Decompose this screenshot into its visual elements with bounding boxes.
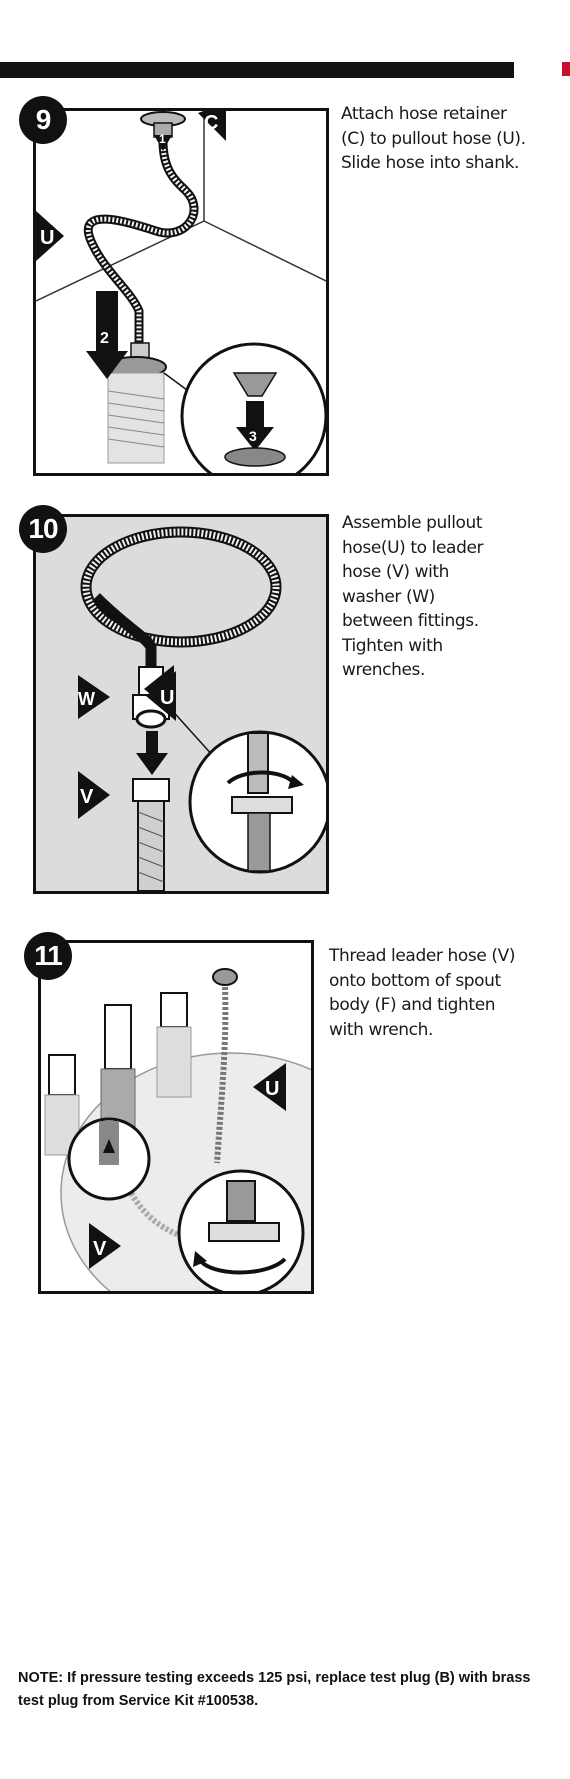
svg-text:U: U xyxy=(160,687,174,709)
step-number-badge: 11 xyxy=(24,932,72,980)
header-red-mark xyxy=(562,62,570,76)
step-9-drawing: 2 1 C U 3 xyxy=(36,111,326,473)
step-9-instruction: Attach hose retainer (C) to pullout hose… xyxy=(341,102,531,176)
svg-text:V: V xyxy=(93,1238,107,1260)
svg-text:W: W xyxy=(78,689,95,709)
pressure-test-note: NOTE: If pressure testing exceeds 125 ps… xyxy=(18,1667,538,1713)
svg-text:V: V xyxy=(80,786,94,808)
svg-text:U: U xyxy=(265,1078,279,1100)
svg-text:U: U xyxy=(40,227,54,249)
svg-text:2: 2 xyxy=(100,330,109,347)
svg-text:3: 3 xyxy=(249,428,257,444)
step-11-drawing: U V xyxy=(41,943,311,1291)
step-number-badge: 10 xyxy=(19,505,67,553)
step-11-illustration: U V xyxy=(38,940,314,1294)
step-11-instruction: Thread leader hose (V) onto bottom of sp… xyxy=(329,944,519,1042)
step-10-instruction: Assemble pullout hose(U) to leader hose … xyxy=(342,511,492,683)
step-10-illustration: U W V xyxy=(33,514,329,894)
header-bar xyxy=(0,62,514,78)
svg-text:C: C xyxy=(204,112,218,134)
step-9-illustration: 2 1 C U 3 xyxy=(33,108,329,476)
step-10-drawing: U W V xyxy=(36,517,326,891)
step-number-badge: 9 xyxy=(19,96,67,144)
svg-text:1: 1 xyxy=(159,132,166,146)
